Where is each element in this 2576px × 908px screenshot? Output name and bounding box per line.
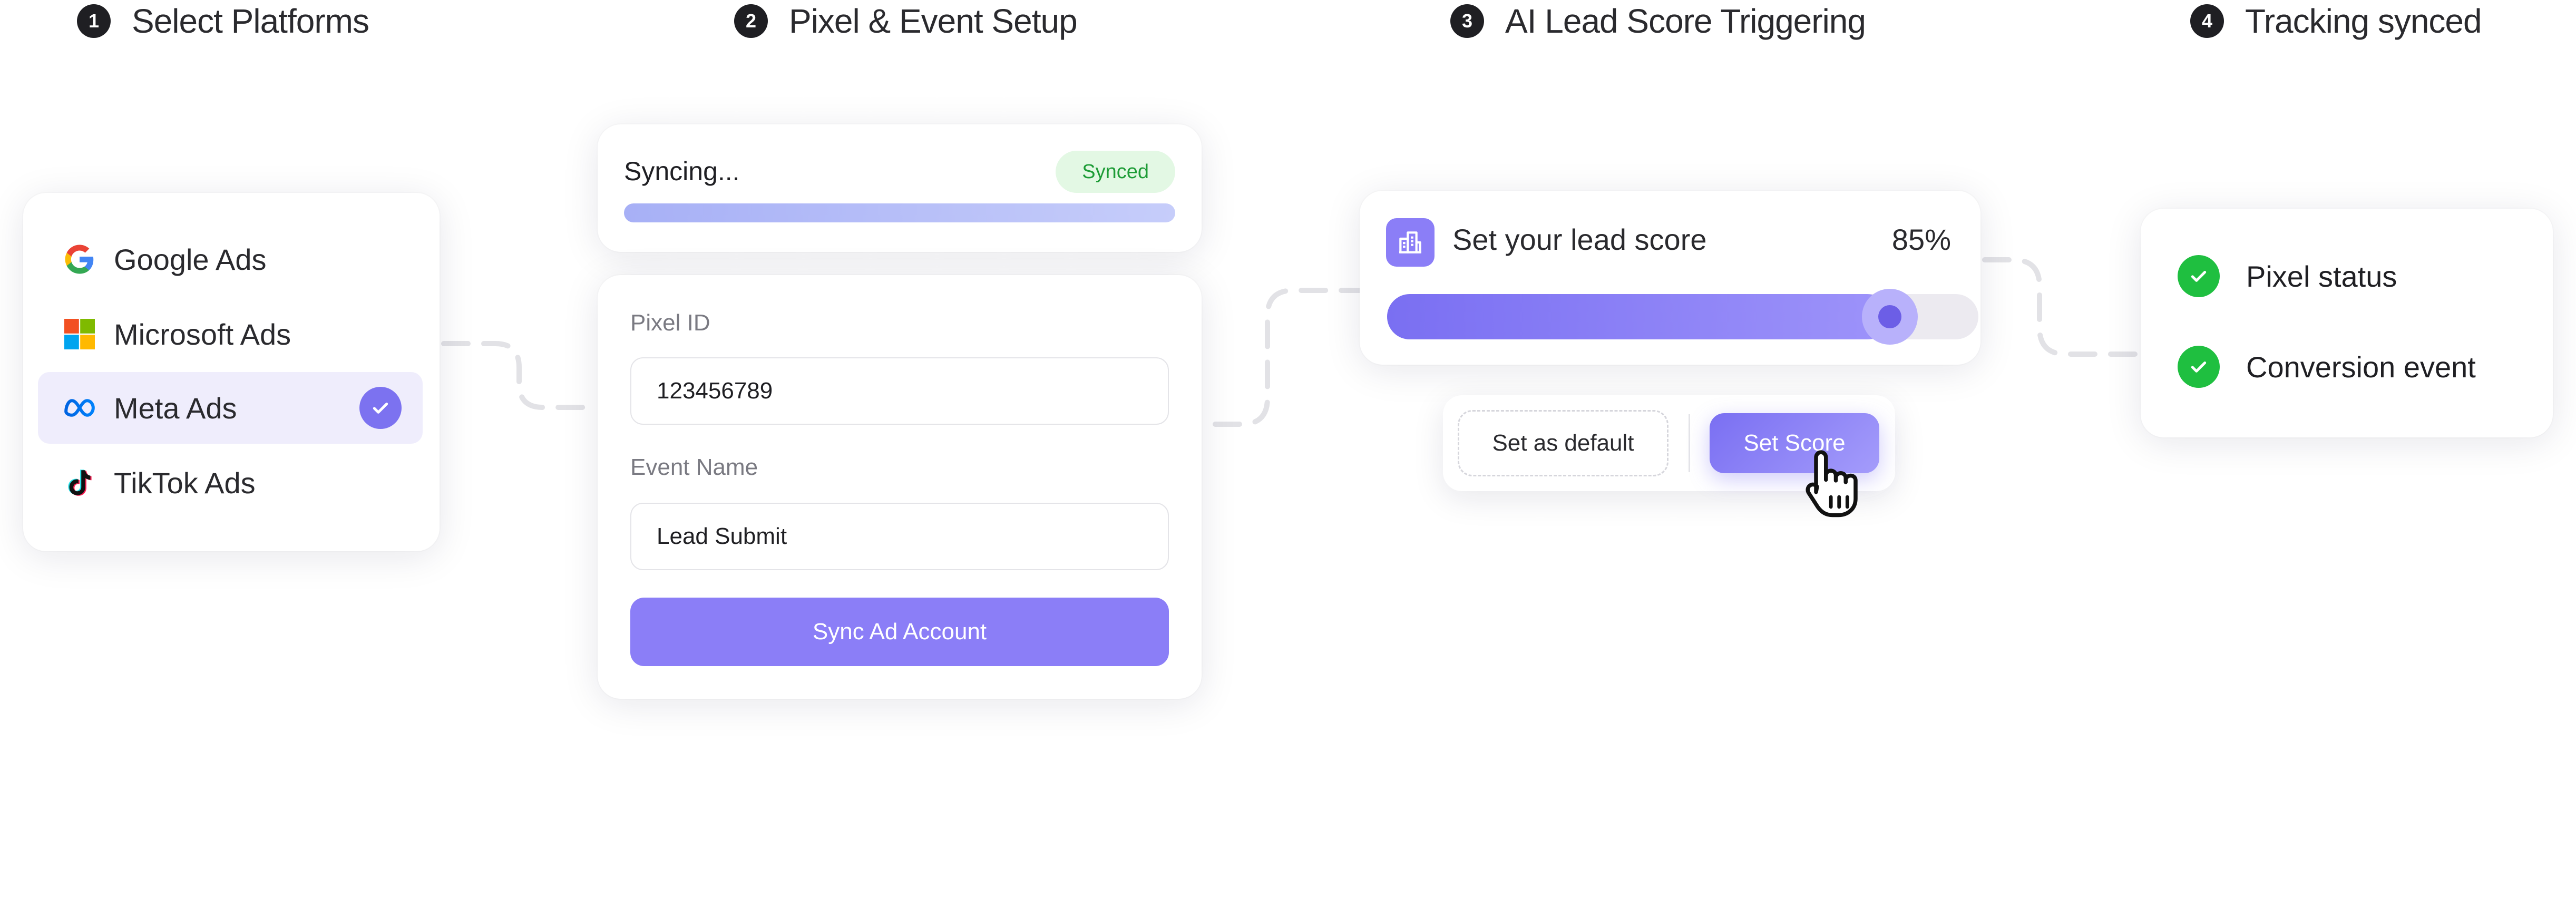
synced-badge: Synced xyxy=(1056,151,1175,193)
lead-score-title: Set your lead score xyxy=(1452,223,1707,256)
step-1-heading: 1 Select Platforms xyxy=(77,0,369,42)
status-label: Conversion event xyxy=(2246,350,2476,384)
status-row-conversion: Conversion event xyxy=(2178,346,2476,388)
platform-item-microsoft-ads[interactable]: Microsoft Ads xyxy=(38,298,423,370)
step-number: 3 xyxy=(1450,4,1484,38)
hand-cursor-icon xyxy=(1806,450,1858,518)
event-name-label: Event Name xyxy=(630,454,758,480)
platform-item-google-ads[interactable]: Google Ads xyxy=(38,223,423,295)
platform-label: Google Ads xyxy=(114,242,267,276)
step-title: Select Platforms xyxy=(132,2,369,40)
set-score-button[interactable]: Set Score xyxy=(1710,413,1879,473)
check-circle-icon xyxy=(2178,255,2220,297)
set-as-default-button[interactable]: Set as default xyxy=(1458,410,1668,476)
step-number: 2 xyxy=(734,4,768,38)
step-number: 4 xyxy=(2190,4,2224,38)
tracking-status-card: Pixel status Conversion event xyxy=(2141,209,2553,437)
status-row-pixel: Pixel status xyxy=(2178,255,2397,297)
connector-3-4 xyxy=(1982,257,2138,357)
platform-label: Microsoft Ads xyxy=(114,317,291,351)
pixel-id-input[interactable]: 123456789 xyxy=(630,357,1169,425)
microsoft-icon xyxy=(63,318,96,350)
lead-score-card: Set your lead score 85% xyxy=(1360,191,1980,365)
sync-ad-account-button[interactable]: Sync Ad Account xyxy=(630,598,1169,666)
divider xyxy=(1689,414,1690,472)
pixel-event-form-card: Pixel ID 123456789 Event Name Lead Submi… xyxy=(598,275,1202,699)
selected-check-icon xyxy=(359,387,402,429)
event-name-input[interactable]: Lead Submit xyxy=(630,503,1169,570)
sync-status-title: Syncing... xyxy=(624,157,740,186)
sync-status-card: Syncing... Synced xyxy=(598,124,1202,252)
sync-progress-bar xyxy=(624,203,1175,222)
tiktok-icon xyxy=(63,466,96,499)
platform-item-tiktok-ads[interactable]: TikTok Ads xyxy=(38,447,423,519)
step-3-heading: 3 AI Lead Score Triggering xyxy=(1450,0,1866,42)
google-icon xyxy=(63,243,96,276)
status-label: Pixel status xyxy=(2246,259,2397,293)
step-title: Pixel & Event Setup xyxy=(789,2,1078,40)
step-title: Tracking synced xyxy=(2245,2,2482,40)
step-number: 1 xyxy=(77,4,111,38)
lead-score-slider[interactable] xyxy=(1387,289,1978,345)
slider-fill xyxy=(1387,294,1890,339)
lead-score-value: 85% xyxy=(1891,223,1951,256)
platform-item-meta-ads[interactable]: Meta Ads xyxy=(38,372,423,444)
step-title: AI Lead Score Triggering xyxy=(1505,2,1866,40)
step-2-heading: 2 Pixel & Event Setup xyxy=(734,0,1078,42)
connector-1-2 xyxy=(441,341,598,410)
step-4-heading: 4 Tracking synced xyxy=(2190,0,2482,42)
meta-icon xyxy=(63,392,96,424)
check-circle-icon xyxy=(2178,346,2220,388)
platform-label: Meta Ads xyxy=(114,391,237,425)
platform-label: TikTok Ads xyxy=(114,466,256,500)
platform-list-card: Google Ads Microsoft Ads Meta Ad xyxy=(23,193,440,551)
connector-2-3 xyxy=(1213,288,1362,427)
pixel-id-label: Pixel ID xyxy=(630,310,710,336)
slider-thumb[interactable] xyxy=(1861,289,1918,345)
buildings-icon xyxy=(1386,218,1435,267)
